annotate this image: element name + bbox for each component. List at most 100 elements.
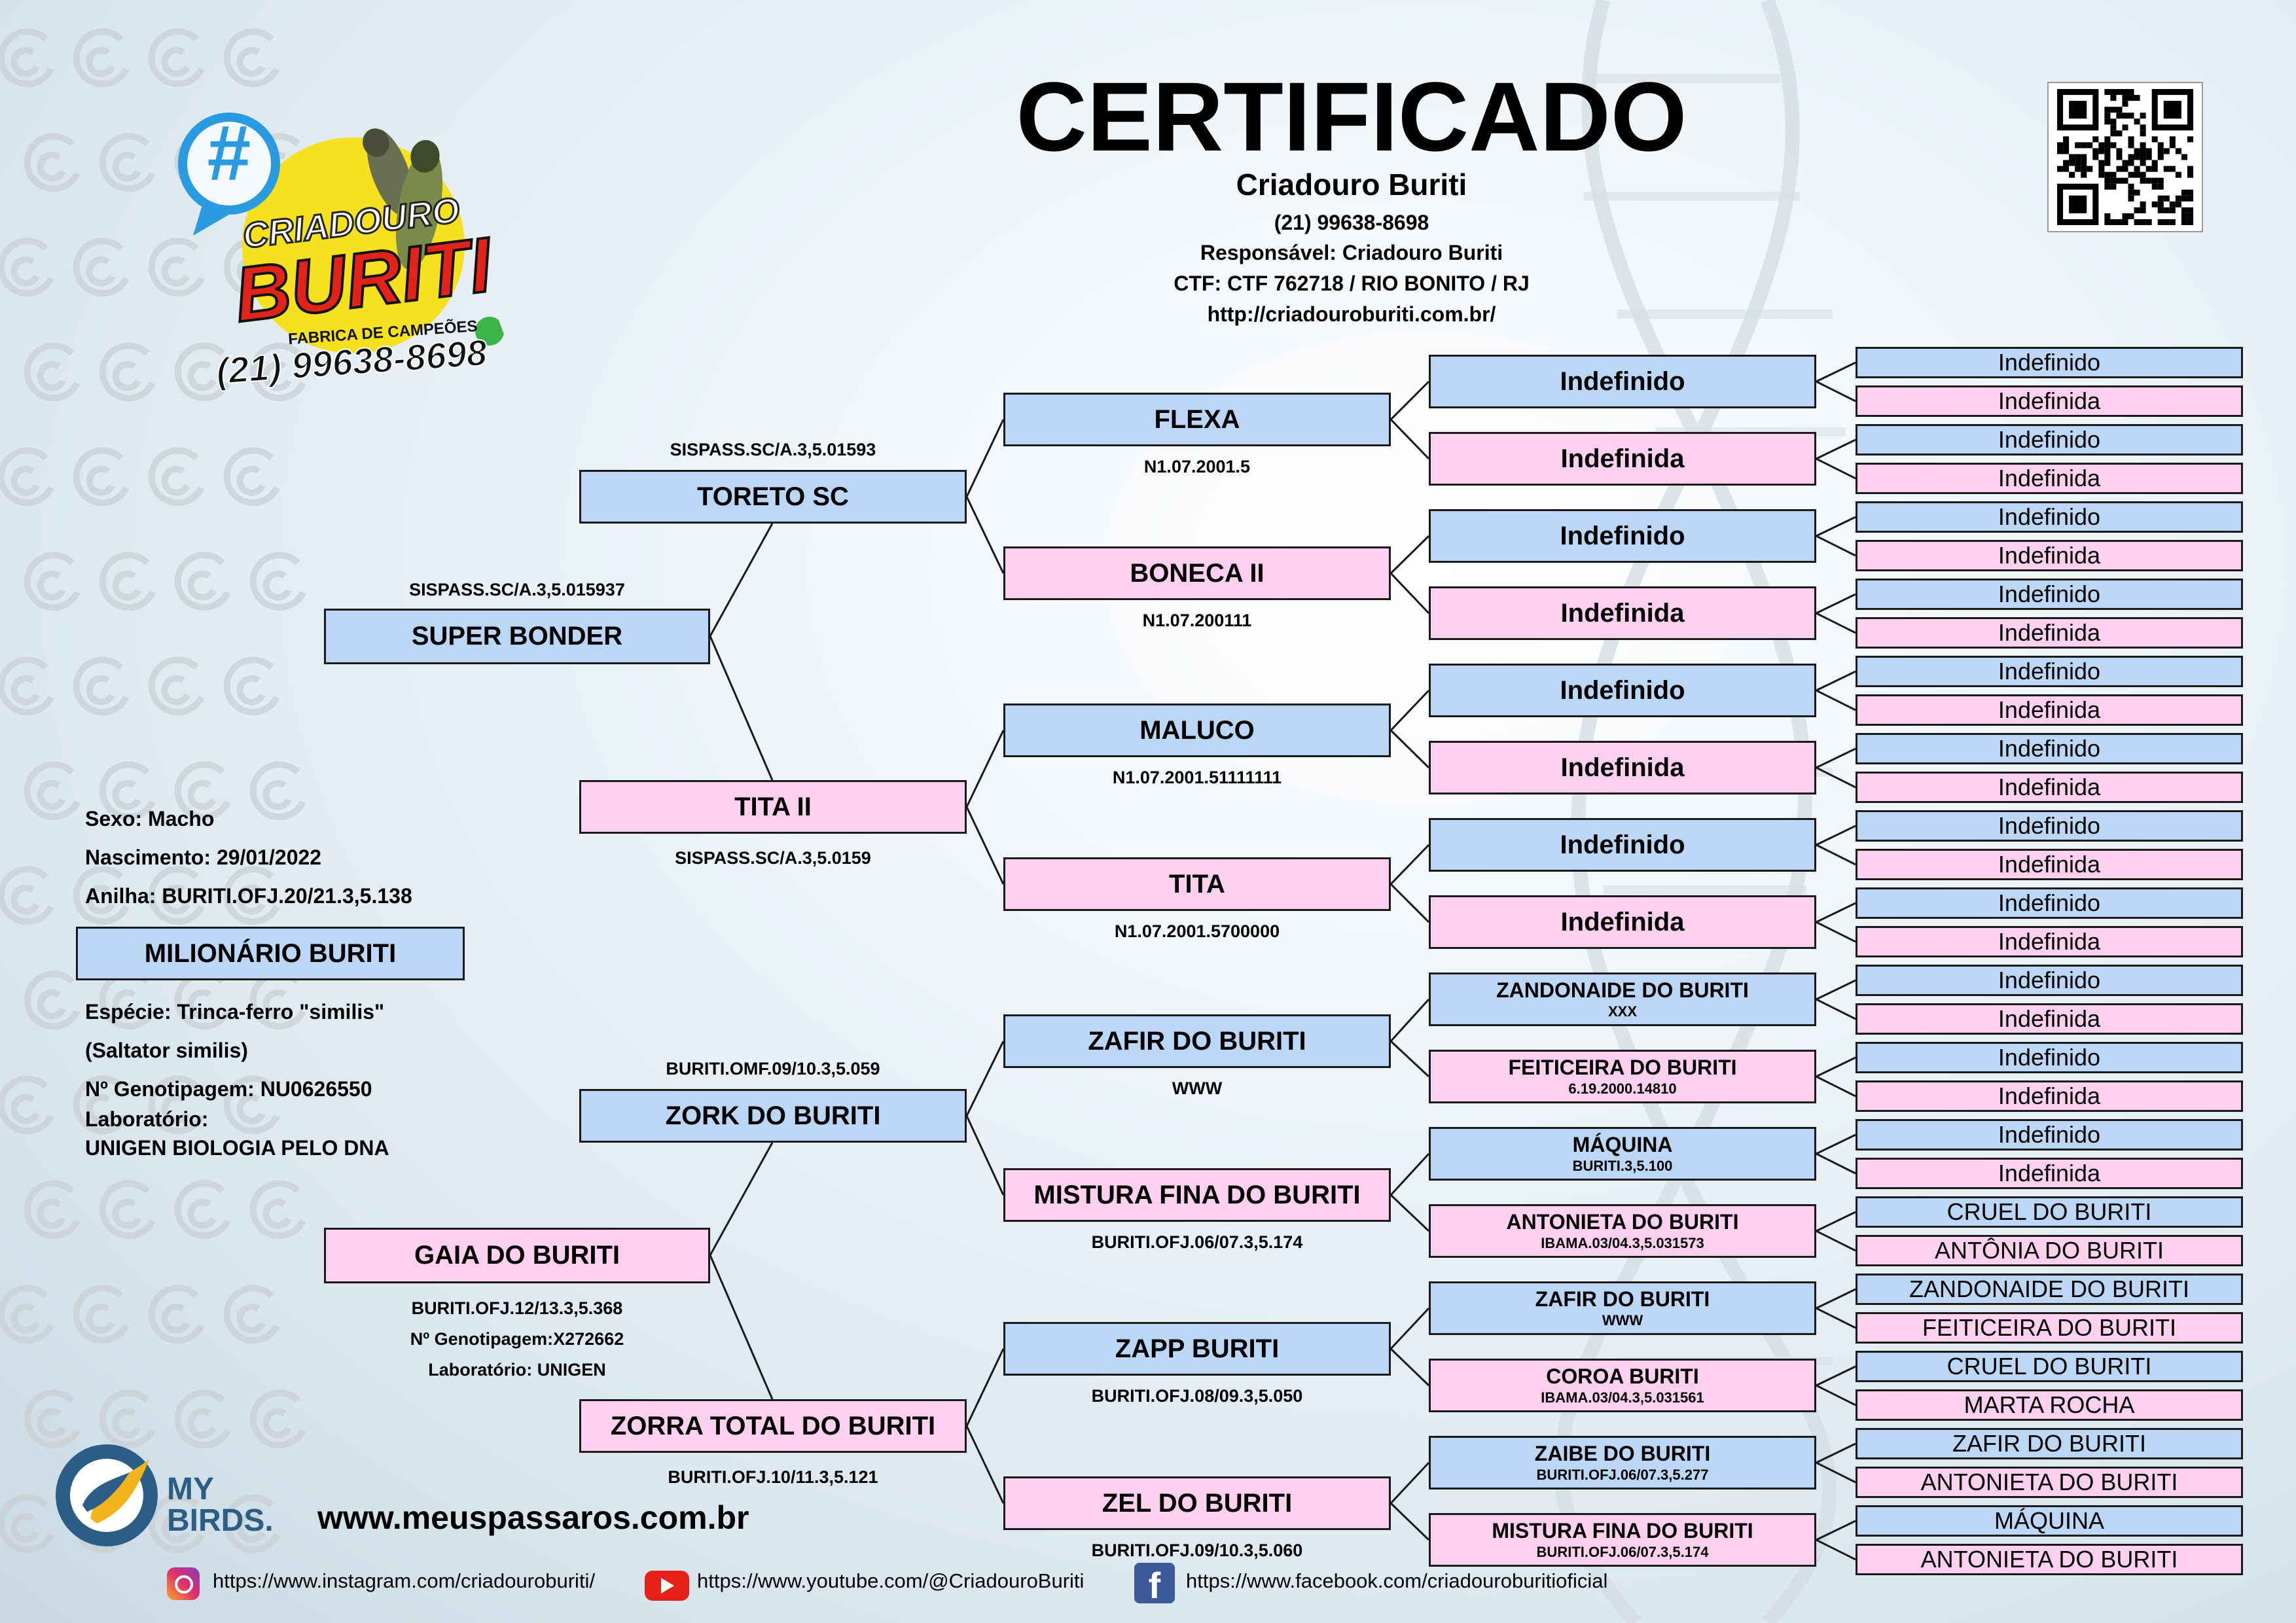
mother-box: GAIA DO BURITI [324, 1228, 710, 1283]
connector-line [1390, 844, 1430, 885]
swirl-decoration [148, 1075, 205, 1135]
father-box: SUPER BONDER [324, 609, 710, 664]
connector-line [1816, 1133, 1856, 1155]
gen5-box: Indefinido [1856, 733, 2243, 764]
connector-line [1390, 1461, 1430, 1505]
swirl-decoration [24, 552, 81, 611]
connector-line [1816, 1365, 1856, 1387]
swirl-decoration [249, 342, 306, 402]
swirl-decoration [99, 1180, 156, 1240]
swirl-decoration [0, 447, 54, 507]
connector-line [709, 635, 774, 781]
swirl-decoration [99, 133, 156, 192]
great-grandparent-box: MALUCO [1003, 704, 1391, 757]
swirl-decoration [249, 1180, 306, 1240]
swirl-decoration [174, 761, 231, 821]
connector-line [1816, 1307, 1856, 1329]
instagram-icon[interactable] [167, 1567, 200, 1600]
grandparent-reg: SISPASS.SC/A.3,5.0159 [675, 848, 871, 868]
great-grandparent-reg: N1.07.2001.5 [1143, 457, 1251, 476]
connector-line [965, 1348, 1005, 1427]
connector-line [1816, 921, 1856, 943]
great-grandparent-box: ZAFIR DO BURITI [1003, 1014, 1391, 1068]
connector-line [1816, 844, 1856, 866]
connector-line [1816, 1056, 1856, 1078]
gen4-box: Indefinido [1429, 664, 1816, 717]
great-grandparent-reg: WWW [1172, 1079, 1223, 1098]
mother-reg: BURITI.OFJ.12/13.3,5.368 [411, 1298, 623, 1318]
swirl-decoration [24, 971, 81, 1030]
breeder-url[interactable]: http://criadouroburiti.com.br/ [1207, 302, 1496, 326]
gen5-box: Indefinida [1856, 849, 2243, 880]
gen4-sub: WWW [1602, 1312, 1643, 1329]
gen5-box: Indefinido [1856, 1042, 2243, 1073]
swirl-decoration [73, 28, 130, 88]
qr-code-graphic [2057, 89, 2193, 225]
connector-line [1816, 1442, 1856, 1464]
swirl-decoration [99, 342, 156, 402]
youtube-link[interactable]: https://www.youtube.com/@CriadouroBuriti [697, 1569, 1085, 1592]
gen5-box: Indefinida [1856, 772, 2243, 803]
gen5-box: Indefinido [1856, 810, 2243, 842]
gen5-box: Indefinida [1856, 926, 2243, 957]
instagram-link[interactable]: https://www.instagram.com/criadouroburit… [213, 1569, 596, 1592]
swirl-decoration [99, 761, 156, 821]
bird-lab: UNIGEN BIOLOGIA PELO DNA [85, 1136, 389, 1160]
gen4-name: Indefinido [1560, 676, 1685, 705]
swirl-decoration [0, 1494, 54, 1554]
great-grandparent-reg: N1.07.200111 [1142, 611, 1252, 630]
connector-line [1390, 1502, 1430, 1541]
facebook-icon[interactable]: f [1134, 1563, 1175, 1606]
bird-species: Espécie: Trinca-ferro "similis" [85, 1000, 385, 1024]
great-grandparent-reg: BURITI.OFJ.08/09.3,5.050 [1091, 1386, 1303, 1406]
connector-line [1816, 593, 1856, 615]
swirl-decoration [73, 1285, 130, 1344]
swirl-decoration [73, 238, 130, 297]
youtube-icon[interactable] [645, 1571, 689, 1601]
connector-line [1390, 998, 1430, 1043]
connector-line [1816, 1152, 1856, 1175]
gen4-sub: IBAMA.03/04.3,5.031561 [1541, 1389, 1704, 1406]
swirl-decoration [148, 866, 205, 925]
connector-line [1816, 1230, 1856, 1252]
gen4-name: ZANDONAIDE DO BURITI [1496, 978, 1749, 1002]
swirl-decoration [0, 238, 54, 297]
gen4-sub: BURITI.3,5.100 [1572, 1158, 1673, 1175]
swirl-decoration [174, 552, 231, 611]
gen5-box: Indefinido [1856, 347, 2243, 378]
gen4-sub: IBAMA.03/04.3,5.031573 [1541, 1235, 1704, 1252]
gen5-box: ANTONIETA DO BURITI [1856, 1544, 2243, 1575]
website-link[interactable]: www.meuspassaros.com.br [317, 1499, 749, 1536]
certificate-title: CERTIFICADO [1016, 62, 1687, 171]
connector-line [1390, 1152, 1430, 1196]
swirl-decoration [73, 447, 130, 507]
connector-line [1816, 1075, 1856, 1097]
grandparent-box: ZORK DO BURITI [579, 1089, 967, 1143]
breeder-name: Criadouro Buriti [1236, 168, 1467, 202]
connector-line [965, 419, 1005, 497]
gen5-box: Indefinido [1856, 1119, 2243, 1150]
gen4-name: ZAIBE DO BURITI [1534, 1441, 1711, 1465]
connector-line [1390, 535, 1430, 575]
mother-genotype: Nº Genotipagem:X272662 [410, 1329, 624, 1349]
mybirds-line1: MY [167, 1472, 214, 1507]
connector-line [965, 806, 1005, 885]
gen4-name: MISTURA FINA DO BURITI [1492, 1518, 1753, 1543]
connector-line [1816, 1539, 1856, 1561]
swirl-decoration [223, 656, 280, 716]
connector-line [1816, 438, 1856, 460]
swirl-decoration [223, 1285, 280, 1344]
connector-line [1390, 418, 1430, 460]
swirl-decoration [24, 133, 81, 192]
swirl-decoration [24, 1180, 81, 1240]
gen5-box: Indefinida [1856, 540, 2243, 571]
swirl-decoration [223, 866, 280, 925]
gen4-box: Indefinida [1429, 586, 1816, 640]
facebook-link[interactable]: https://www.facebook.com/criadouroburiti… [1186, 1569, 1608, 1592]
connector-line [1390, 1307, 1430, 1350]
